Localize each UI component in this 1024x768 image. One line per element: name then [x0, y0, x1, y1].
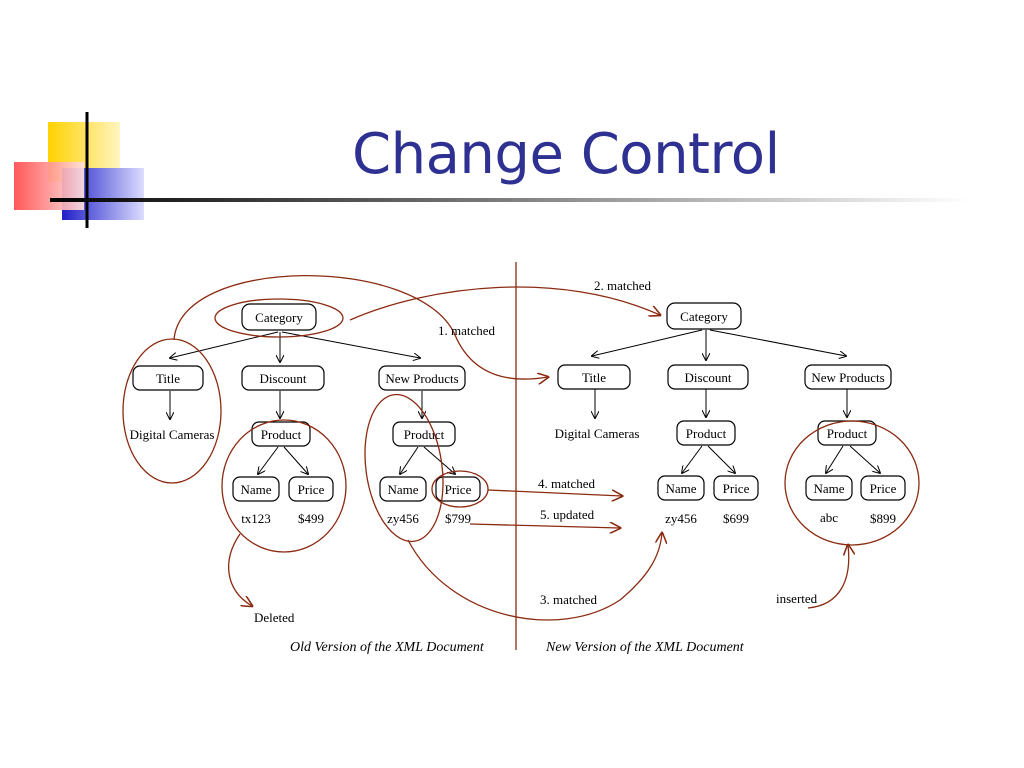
node-new-np-name: Name — [805, 475, 853, 501]
node-new-discount-price: Price — [713, 475, 759, 501]
node-old-discount: Discount — [241, 365, 325, 391]
svg-text:Title: Title — [582, 370, 606, 385]
svg-text:Name: Name — [240, 482, 271, 497]
node-old-np-product: Product — [392, 421, 456, 447]
value-old-title: Digital Cameras — [130, 427, 215, 442]
node-new-discount-product: Product — [676, 420, 736, 446]
node-new-new-products: New Products — [804, 364, 892, 390]
arrow-inserted — [807, 545, 849, 609]
svg-text:Price: Price — [445, 482, 472, 497]
node-new-category: Category — [666, 302, 742, 330]
highlight-old-title — [122, 338, 222, 484]
label-matched-4: 4. matched — [538, 476, 596, 491]
node-old-np-price: Price — [435, 476, 481, 502]
svg-text:Title: Title — [156, 371, 180, 386]
slide-title: Change Control — [352, 122, 780, 187]
label-deleted: Deleted — [254, 610, 295, 625]
svg-text:Discount: Discount — [260, 371, 307, 386]
node-old-category: Category — [241, 303, 317, 331]
node-new-np-price: Price — [860, 475, 906, 501]
label-matched-2: 2. matched — [594, 278, 652, 293]
arrow-category-matched — [349, 286, 660, 321]
new-tree-edges — [592, 329, 880, 473]
svg-text:Product: Product — [261, 427, 302, 442]
value-old-discount-name: tx123 — [241, 511, 271, 526]
value-new-discount-price: $699 — [723, 511, 749, 526]
svg-text:Category: Category — [680, 309, 728, 324]
caption-new-version: New Version of the XML Document — [545, 640, 745, 655]
node-old-discount-product: Product — [251, 421, 311, 447]
value-new-np-price: $899 — [870, 511, 896, 526]
svg-text:Name: Name — [387, 482, 418, 497]
highlight-old-np-product — [364, 393, 444, 543]
title-rule — [50, 198, 970, 202]
node-old-np-name: Name — [379, 476, 427, 502]
svg-text:Product: Product — [404, 427, 445, 442]
svg-text:Price: Price — [298, 482, 325, 497]
value-old-np-name: zy456 — [387, 511, 419, 526]
node-new-discount-name: Name — [657, 475, 705, 501]
svg-text:New Products: New Products — [811, 370, 884, 385]
node-old-title: Title — [132, 365, 204, 391]
value-new-np-name: abc — [820, 510, 838, 525]
node-old-new-products: New Products — [378, 365, 466, 391]
label-updated-5: 5. updated — [540, 507, 595, 522]
node-new-title: Title — [557, 364, 631, 390]
old-tree-edges — [170, 331, 455, 474]
value-old-discount-price: $499 — [298, 511, 324, 526]
node-new-np-product: Product — [817, 420, 877, 446]
caption-old-version: Old Version of the XML Document — [290, 640, 485, 655]
arrow-price-matched — [487, 489, 622, 496]
label-matched-3: 3. matched — [540, 592, 598, 607]
svg-text:Product: Product — [686, 426, 727, 441]
node-old-discount-price: Price — [288, 476, 334, 502]
arrow-deleted — [228, 533, 252, 606]
svg-text:Discount: Discount — [685, 370, 732, 385]
value-new-title: Digital Cameras — [555, 426, 640, 441]
change-arrows — [173, 275, 849, 621]
node-label: Category — [255, 310, 303, 325]
svg-text:Price: Price — [723, 481, 750, 496]
node-new-discount: Discount — [667, 364, 749, 390]
arrow-price-updated — [469, 524, 620, 528]
arrow-product-matched — [407, 533, 662, 621]
highlight-old-np-price — [431, 470, 489, 508]
value-old-np-price: $799 — [445, 511, 471, 526]
highlight-old-category — [214, 298, 344, 338]
svg-text:Product: Product — [827, 426, 868, 441]
svg-text:New Products: New Products — [385, 371, 458, 386]
value-new-discount-name: zy456 — [665, 511, 697, 526]
corner-decoration — [14, 112, 970, 228]
node-old-discount-name: Name — [232, 476, 280, 502]
svg-text:Name: Name — [665, 481, 696, 496]
svg-text:Name: Name — [813, 481, 844, 496]
label-inserted: inserted — [776, 591, 818, 606]
svg-text:Price: Price — [870, 481, 897, 496]
highlight-old-discount-product — [221, 419, 347, 553]
label-matched-1: 1. matched — [438, 323, 496, 338]
